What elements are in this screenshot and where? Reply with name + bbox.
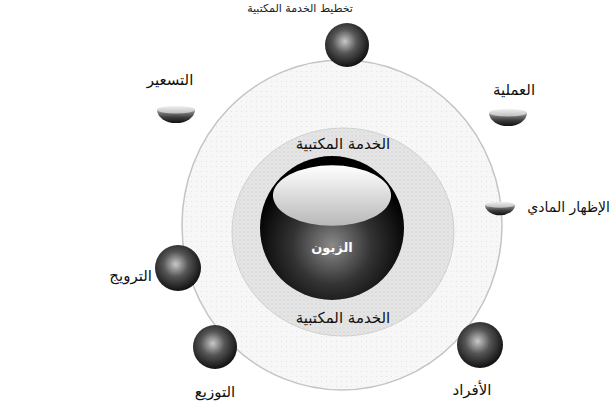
node-label: الخدمة المكتبية: [296, 309, 390, 327]
top-ball: [325, 23, 369, 67]
customer-sphere: الزبون: [260, 156, 404, 300]
distribution-ball: التوزيع: [192, 324, 238, 402]
ball-body: [155, 245, 201, 291]
promotion-ball: الترويج: [108, 244, 202, 292]
bowl-rim: [489, 109, 527, 117]
node-label: الخدمة المكتبية: [296, 135, 390, 153]
bowl-shape: [157, 105, 195, 123]
ball-shape: [155, 245, 201, 291]
bowl-shape: [485, 201, 515, 215]
ball-shape: [193, 325, 237, 369]
bowl-rim: [157, 106, 195, 114]
service-disc-fill: [232, 128, 454, 336]
outer-ring: [182, 60, 502, 390]
service-disc: الخدمة المكتبية الخدمة المكتبية الزبون: [231, 127, 455, 337]
customer-sphere-shape: [260, 156, 404, 300]
pricing-bowl: التسعير: [146, 70, 196, 124]
sphere-body: [260, 156, 404, 300]
node-label: التسعير: [147, 71, 194, 89]
bowl-rim: [485, 202, 515, 208]
node-label: العملية: [493, 81, 535, 99]
node-label: الإظهار المادي: [527, 199, 610, 216]
node-label: الأفراد: [452, 381, 491, 399]
sphere-highlight: [273, 165, 391, 225]
node-label: الترويج: [109, 267, 152, 285]
bowl-shape: [489, 108, 527, 126]
ball-body: [457, 322, 503, 368]
diagram-title: تخطيط الخدمة المكتبية: [247, 2, 353, 15]
people-ball: الأفراد: [451, 321, 504, 400]
ball-shape: [457, 322, 503, 368]
node-label: التوزيع: [195, 383, 235, 401]
physical-evidence-bowl: الإظهار المادي: [484, 198, 611, 217]
node-label: الزبون: [311, 240, 353, 256]
process-bowl: العملية: [488, 80, 536, 127]
ball-body: [193, 325, 237, 369]
